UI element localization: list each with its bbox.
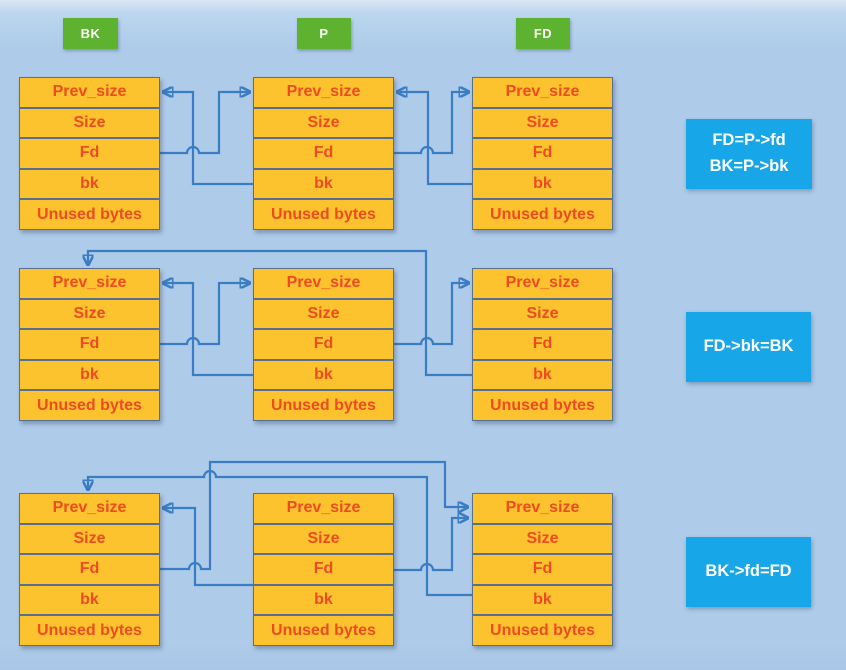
chunk-row1-bk-field-fd: Fd <box>19 138 160 169</box>
chunk-row2-bk-field-bk: bk <box>19 359 160 391</box>
chunk-row1-fd-field-fd: Fd <box>472 138 613 169</box>
chunk-row1-p-field-fd: Fd <box>253 138 394 169</box>
chunk-row1-fd-field-unused-bytes: Unused bytes <box>472 199 613 230</box>
chunk-row1-fd-field-size: Size <box>472 107 613 139</box>
chunk-row1-p-field-prev-size: Prev_size <box>253 77 394 108</box>
arrow-r2-fd-bk-to-bk-chunk <box>88 249 472 377</box>
chunk-row2-bk-field-size: Size <box>19 298 160 330</box>
arrow-r3-fd-bk-to-bk-chunk <box>88 469 472 597</box>
chunk-row2-p-field-prev-size: Prev_size <box>253 268 394 299</box>
legend-label-bk: BK <box>63 18 118 49</box>
chunk-row2-fd-field-prev-size: Prev_size <box>472 268 613 299</box>
chunk-row2-fd-field-unused-bytes: Unused bytes <box>472 390 613 421</box>
annotation-step-1-line-1: FD=P->fd <box>712 131 786 150</box>
chunk-row2-bk-field-fd: Fd <box>19 329 160 360</box>
chunk-row1-bk-field-unused-bytes: Unused bytes <box>19 199 160 230</box>
chunk-row3-bk-field-prev-size: Prev_size <box>19 493 160 524</box>
chunk-row3-fd-field-unused-bytes: Unused bytes <box>472 615 613 646</box>
chunk-row3-fd-field-fd: Fd <box>472 554 613 585</box>
chunk-row2-p-field-bk: bk <box>253 359 394 391</box>
chunk-row3-p-field-unused-bytes: Unused bytes <box>253 615 394 646</box>
arrow-r2-p-bk-to-bk-chunk <box>163 283 253 377</box>
chunk-row3-bk-field-fd: Fd <box>19 554 160 585</box>
chunk-row1-p-field-unused-bytes: Unused bytes <box>253 199 394 230</box>
arrow-r3-bk-fd-to-fd-chunk <box>160 460 468 571</box>
chunk-row3-p-field-prev-size: Prev_size <box>253 493 394 524</box>
chunk-row3-p-field-fd: Fd <box>253 554 394 585</box>
arrow-r1-p-bk-to-bk-chunk <box>163 92 253 186</box>
arrow-r2-bk-fd-to-p-chunk <box>160 283 250 346</box>
chunk-row1-bk-field-bk: bk <box>19 168 160 200</box>
chunk-row3-bk-field-unused-bytes: Unused bytes <box>19 615 160 646</box>
chunk-row2-fd-field-fd: Fd <box>472 329 613 360</box>
chunk-row2-p-field-unused-bytes: Unused bytes <box>253 390 394 421</box>
chunk-row2-p-field-fd: Fd <box>253 329 394 360</box>
chunk-row1-p-field-bk: bk <box>253 168 394 200</box>
chunk-row2-fd-field-bk: bk <box>472 359 613 391</box>
legend-label-p: P <box>297 18 351 49</box>
chunk-row1-fd-field-prev-size: Prev_size <box>472 77 613 108</box>
chunk-row2-p-field-size: Size <box>253 298 394 330</box>
arrow-r3-p-fd-to-fd-chunk <box>394 518 468 572</box>
chunk-row1-bk-field-prev-size: Prev_size <box>19 77 160 108</box>
chunk-row3-bk-field-bk: bk <box>19 584 160 616</box>
annotation-step-2: FD->bk=BK <box>686 312 811 382</box>
legend-label-fd: FD <box>516 18 570 49</box>
chunk-row3-fd-field-prev-size: Prev_size <box>472 493 613 524</box>
chunk-row3-bk-field-size: Size <box>19 523 160 555</box>
arrow-r3-p-bk-to-bk-chunk <box>163 508 253 587</box>
chunk-row1-fd-field-bk: bk <box>472 168 613 200</box>
chunk-row3-fd-field-bk: bk <box>472 584 613 616</box>
annotation-step-2-line-1: FD->bk=BK <box>703 337 794 356</box>
chunk-row3-fd-field-size: Size <box>472 523 613 555</box>
chunk-row3-p-field-bk: bk <box>253 584 394 616</box>
chunk-row2-bk-field-unused-bytes: Unused bytes <box>19 390 160 421</box>
chunk-row2-fd-field-size: Size <box>472 298 613 330</box>
chunk-row2-bk-field-prev-size: Prev_size <box>19 268 160 299</box>
annotation-step-3: BK->fd=FD <box>686 537 811 607</box>
arrow-r2-p-fd-to-fd-chunk <box>394 283 469 346</box>
arrow-r1-p-fd-to-fd-chunk <box>394 92 469 155</box>
chunk-row1-bk-field-size: Size <box>19 107 160 139</box>
arrow-r1-fd-bk-to-p-chunk <box>397 92 472 186</box>
annotation-step-1-line-2: BK=P->bk <box>709 157 789 175</box>
annotation-step-3-line-1: BK->fd=FD <box>705 562 792 581</box>
arrow-r1-bk-fd-to-p-chunk <box>160 92 250 155</box>
chunk-row3-p-field-size: Size <box>253 523 394 555</box>
chunk-row1-p-field-size: Size <box>253 107 394 139</box>
